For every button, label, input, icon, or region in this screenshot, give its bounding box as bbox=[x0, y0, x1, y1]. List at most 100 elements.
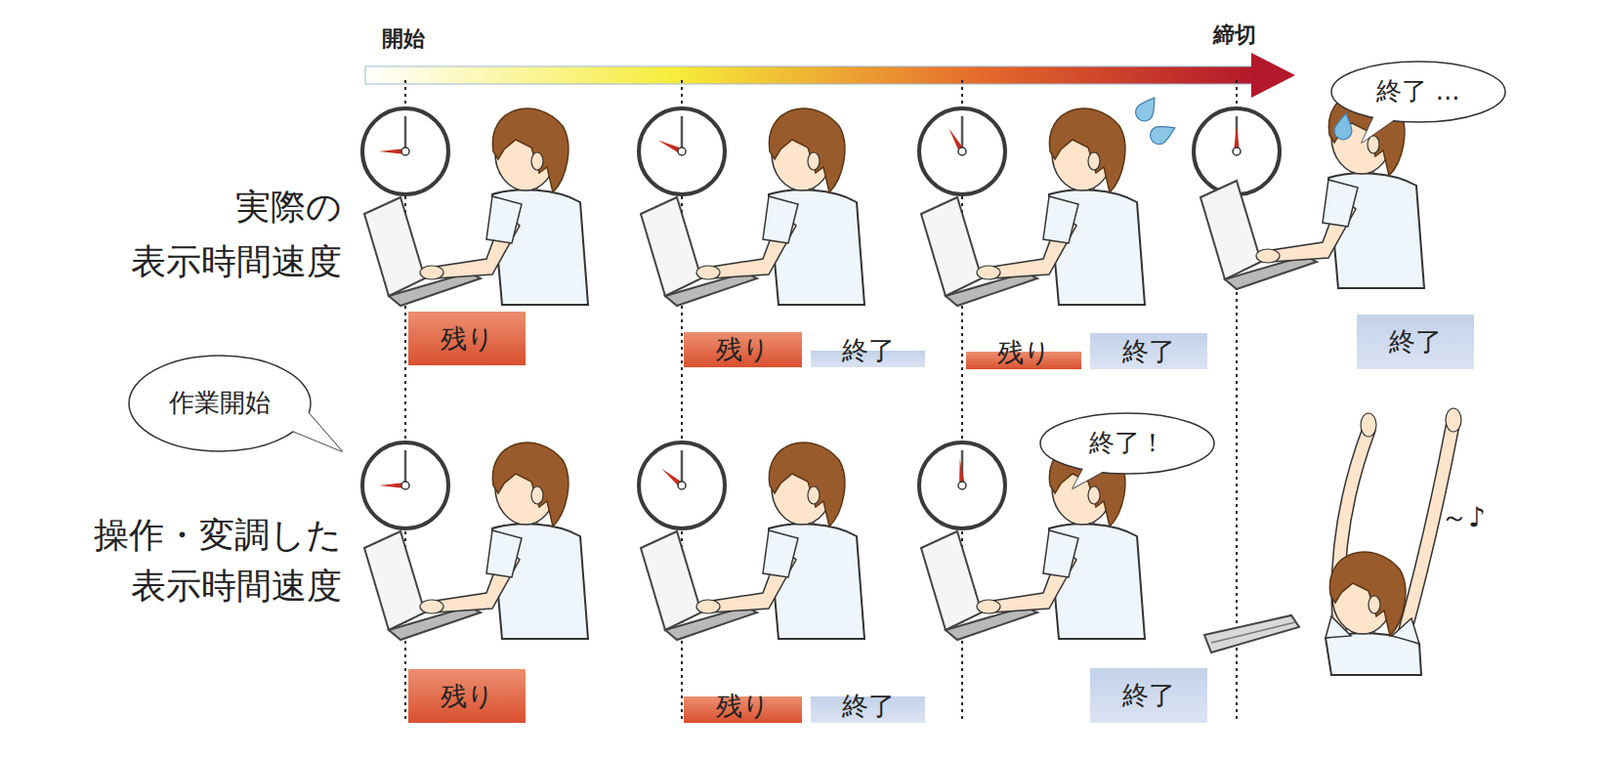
node-text: 終了 bbox=[842, 690, 895, 721]
clock-icon bbox=[919, 108, 1006, 195]
clock-face bbox=[362, 108, 449, 195]
bubble-tail-fill bbox=[1072, 463, 1108, 489]
node-text: 終了 bbox=[1122, 336, 1176, 367]
done-bar: 終了 bbox=[1090, 668, 1208, 723]
clock-icon bbox=[362, 108, 449, 195]
remaining-bar: 残り bbox=[966, 335, 1082, 370]
node-text: 残り bbox=[715, 690, 770, 721]
row-label: 操作・変調した 表示時間速度 bbox=[87, 509, 342, 612]
bubble-tail bbox=[1361, 113, 1395, 143]
clock-center bbox=[401, 147, 410, 156]
typing-person bbox=[364, 442, 589, 640]
note-text: ～♪ bbox=[1440, 502, 1486, 534]
clock-face bbox=[362, 442, 449, 529]
row-label: 実際の 表示時間速度 bbox=[125, 179, 342, 290]
laptop-screen bbox=[921, 531, 982, 631]
axis-label: 開始 bbox=[381, 26, 425, 51]
sweat-drop bbox=[1147, 120, 1179, 148]
node-text: 終了 bbox=[1389, 326, 1442, 357]
hand bbox=[1360, 413, 1377, 437]
clock-face bbox=[638, 442, 725, 529]
node-text: 終了 bbox=[1122, 679, 1176, 711]
axis-label: 締切 bbox=[1213, 22, 1257, 47]
clock-icon bbox=[919, 442, 1006, 529]
time-arrow-head bbox=[1251, 52, 1296, 98]
bubble-tail-fill bbox=[1361, 113, 1395, 143]
node-text: 残り bbox=[715, 334, 770, 365]
speech-bubble: 終了！ bbox=[1039, 412, 1216, 475]
clock-center bbox=[958, 481, 967, 490]
remaining-bar: 残り bbox=[408, 311, 526, 366]
clock-center bbox=[958, 147, 967, 156]
remaining-bar: 残り bbox=[683, 688, 802, 723]
typing-person bbox=[640, 108, 865, 306]
clock-center bbox=[677, 481, 686, 490]
hand bbox=[976, 265, 1001, 280]
done-bar: 終了 bbox=[810, 688, 926, 723]
laptop-screen bbox=[921, 197, 982, 296]
node-text: 残り bbox=[440, 680, 495, 712]
arm bbox=[1401, 425, 1453, 644]
laptop-screen bbox=[1200, 180, 1262, 280]
done-bar: 終了 bbox=[810, 333, 926, 368]
hand bbox=[420, 265, 444, 280]
hair bbox=[492, 442, 568, 527]
clock-minute-hand bbox=[404, 116, 408, 152]
sweat-drop bbox=[1333, 112, 1355, 142]
clock-face bbox=[919, 108, 1006, 195]
node-text: 作業開始 bbox=[168, 388, 271, 419]
clock-minute-hand bbox=[404, 450, 408, 486]
speech-bubble: 終了 ... bbox=[1330, 60, 1507, 124]
sleeve bbox=[1043, 530, 1079, 578]
hair bbox=[768, 108, 844, 193]
sleeve bbox=[762, 196, 799, 244]
typing-person bbox=[921, 108, 1145, 306]
typing-person bbox=[1200, 91, 1425, 290]
hair bbox=[1329, 551, 1405, 636]
laptop-screen bbox=[364, 197, 425, 296]
sleeve bbox=[1322, 179, 1358, 227]
ear bbox=[807, 486, 820, 505]
ear bbox=[1088, 486, 1100, 505]
clock-icon bbox=[638, 442, 725, 529]
laptop-screen bbox=[640, 197, 702, 296]
ear bbox=[1088, 152, 1100, 170]
typing-person bbox=[364, 108, 589, 306]
clock-icon bbox=[362, 442, 449, 529]
bubble-tail-fill bbox=[285, 390, 342, 452]
hand bbox=[696, 599, 720, 614]
node-text: 残り bbox=[440, 323, 495, 354]
ear bbox=[1368, 595, 1381, 614]
speech-bubble: 作業開始 bbox=[127, 354, 312, 453]
node-text: 残り bbox=[997, 336, 1052, 368]
done-bar: 終了 bbox=[1356, 314, 1474, 370]
clock-face bbox=[919, 442, 1006, 529]
hand bbox=[976, 599, 1001, 614]
remaining-bar: 残り bbox=[683, 332, 802, 368]
hand bbox=[1445, 408, 1462, 432]
clock-center bbox=[401, 481, 410, 490]
node-text: 終了 ... bbox=[1376, 77, 1460, 107]
clock-minute-hand bbox=[680, 450, 684, 486]
sweat-drop bbox=[1132, 92, 1162, 125]
ear bbox=[1367, 135, 1380, 154]
sleeve bbox=[762, 530, 799, 578]
hair bbox=[1049, 108, 1125, 193]
hand bbox=[696, 265, 720, 280]
hair bbox=[492, 108, 568, 193]
clock-center bbox=[677, 147, 686, 156]
closed-laptop-edge bbox=[1211, 622, 1296, 643]
node-text: 終了 bbox=[842, 335, 895, 366]
clock-icon bbox=[638, 108, 725, 195]
clock-face bbox=[638, 108, 725, 195]
hair bbox=[768, 442, 844, 527]
done-bar: 終了 bbox=[1090, 333, 1208, 370]
ear bbox=[531, 152, 544, 170]
arm-outline bbox=[1401, 425, 1453, 644]
closed-laptop bbox=[1204, 615, 1300, 653]
bubble-body bbox=[1331, 61, 1506, 123]
typing-person bbox=[640, 442, 865, 640]
stretching-person bbox=[1204, 408, 1462, 675]
bubble-tail bbox=[285, 390, 342, 452]
